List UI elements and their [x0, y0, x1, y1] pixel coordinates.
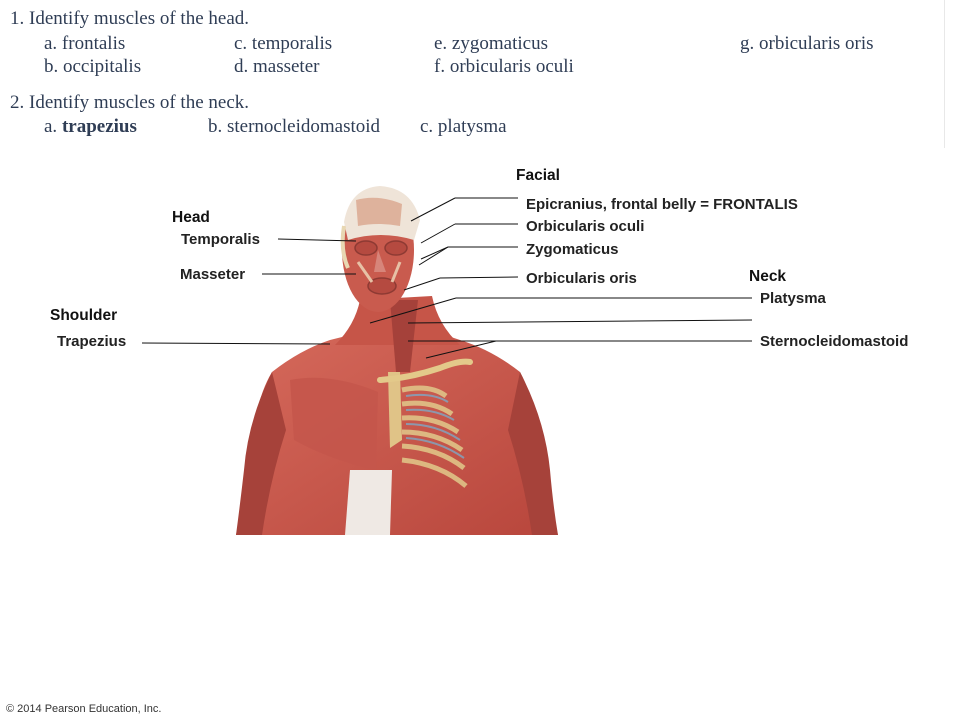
q1-option-g: g. orbicularis oris [740, 33, 874, 54]
q2-option-c: c. platysma [420, 116, 507, 137]
copyright-credit: © 2014 Pearson Education, Inc. [6, 703, 162, 715]
leader-lines [141, 197, 753, 359]
q1-option-f: f. orbicularis oculi [434, 56, 574, 77]
torso [236, 330, 558, 535]
label-trapezius: Trapezius [57, 333, 127, 350]
label-zygomaticus: Zygomaticus [526, 241, 619, 258]
q1-option-a: a. frontalis [44, 33, 126, 54]
category-neck: Neck [749, 268, 787, 285]
worksheet-panel: 1. Identify muscles of the head. a. fron… [0, 0, 945, 148]
category-head: Head [172, 209, 210, 226]
label-orbicularis-oris: Orbicularis oris [526, 270, 637, 287]
q1-option-d: d. masseter [234, 56, 320, 77]
label-temporalis: Temporalis [181, 231, 260, 248]
label-epicranius: Epicranius, frontal belly = FRONTALIS [526, 196, 798, 213]
q2-option-a: a. trapezius [44, 116, 137, 137]
q1-option-e: e. zygomaticus [434, 33, 548, 54]
question-2: 2. Identify muscles of the neck. [10, 92, 250, 113]
label-masseter: Masseter [180, 266, 246, 283]
category-shoulder: Shoulder [50, 307, 118, 324]
question-1: 1. Identify muscles of the head. [10, 8, 250, 29]
q1-option-b: b. occipitalis [44, 56, 142, 77]
label-sternocleidomastoid: Sternocleidomastoid [760, 333, 909, 350]
q1-option-c: c. temporalis [234, 33, 333, 54]
category-facial: Facial [516, 167, 560, 184]
head [340, 186, 420, 312]
q2-option-b: b. sternocleidomastoid [208, 116, 381, 137]
label-orbicularis-oculi: Orbicularis oculi [526, 218, 645, 235]
label-platysma: Platysma [760, 290, 826, 307]
